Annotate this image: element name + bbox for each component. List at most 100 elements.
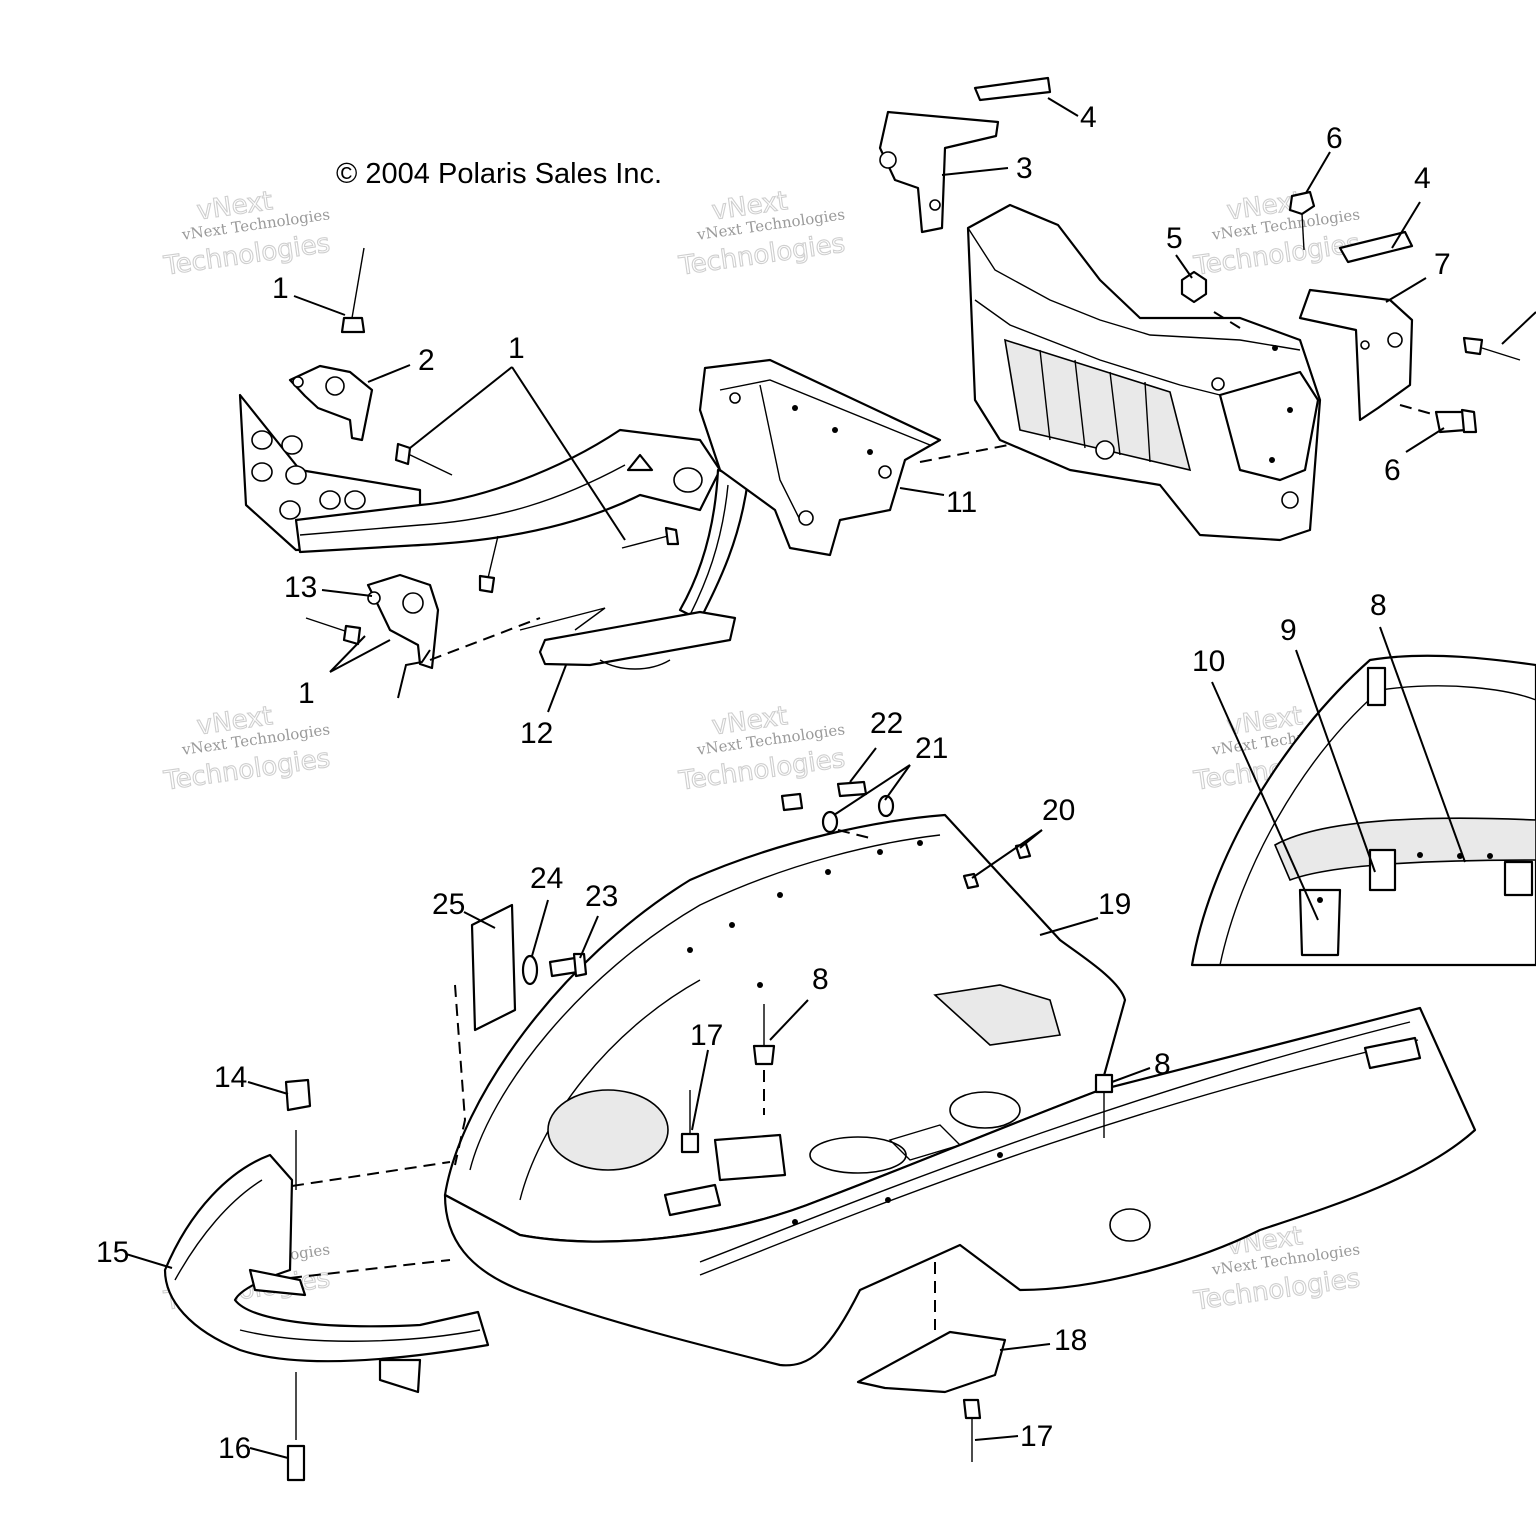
bumper-edge [174,1179,263,1281]
assembly-line [454,984,467,1166]
bracket-hole [367,591,381,605]
bulkhead-ribs [1039,349,1151,463]
tower-hole [878,465,892,479]
bulkhead-body [966,203,1322,542]
rivet-right-stem [1481,347,1521,361]
watermark: vNext vNext Technologies Technologies [676,701,848,798]
bulkhead-hole [1281,491,1299,509]
callout-label: 6 [1384,454,1401,487]
bumper-edge [239,1329,481,1342]
rivet-stem [351,247,365,319]
bracket-hole [325,376,345,396]
callout-label: 17 [690,1019,723,1052]
decal-4 [973,76,1052,102]
pan-opening [809,1136,907,1174]
bracket-hole [1360,340,1370,350]
bolt-22b [836,780,868,798]
bulkhead-edge [974,299,1221,396]
pan-tab [713,1133,787,1182]
decal-4 [1338,230,1414,264]
nut-5 [1180,270,1208,304]
tower-rivet [832,427,838,433]
hull-hole [1109,1208,1151,1242]
bulkhead-side [1218,370,1320,482]
rivet-8-head [752,1044,776,1066]
bracket-part-7 [1298,288,1414,422]
copyright-notice: © 2004 Polaris Sales Inc. [336,158,662,190]
bulkhead-rivet [1269,457,1275,463]
callout-label: 13 [284,571,317,604]
hull-rail [699,1039,1419,1276]
callout-label: 1 [272,272,289,305]
pan-rivet [917,840,923,846]
nut-14 [284,1078,312,1112]
callout-label: 14 [214,1061,247,1094]
bracket-part-3 [878,110,1000,234]
assembly-line [289,1259,451,1279]
tower-rivet [792,405,798,411]
bracket-hole [929,199,941,211]
bulkhead-rivet [1287,407,1293,413]
pan-rivet [885,1197,891,1203]
interior-rivet [1417,852,1423,858]
fasteners-5-6 [1180,190,1521,434]
rivet-stem [403,451,453,476]
rail-tab [626,453,654,472]
rail-line [299,464,626,536]
callout-label: 11 [946,486,977,519]
pan-edge [469,834,941,1171]
washer-24 [521,954,539,986]
tower-rivet [867,449,873,455]
washer-21 [821,810,839,834]
rivets-part-1 [305,247,680,699]
hood-interior-outline [1190,654,1536,967]
callout-label: 21 [915,732,948,765]
callout-labels: 1 2 1 13 1 12 11 3 4 5 6 4 7 6 10 9 8 22… [96,101,1451,1465]
assembly-line [1213,311,1241,329]
rivet-stem [487,535,499,579]
plate-hole [285,465,307,485]
pan-rivet [687,947,693,953]
plate-hole [281,435,303,455]
bracket-hole [292,376,304,388]
rivet-head [478,574,496,594]
rivet-head [342,624,362,646]
tower-hole [798,510,814,526]
rivet-stem [621,535,669,549]
hull-bracket [1363,1036,1422,1070]
hull-rail [699,1021,1411,1263]
fasteners-20-22 [780,780,1032,890]
rivet-17-head [680,1132,700,1154]
pan-opening [949,1091,1021,1129]
callout-label: 24 [530,862,563,895]
rivet-head [664,526,680,546]
bumper-tube [163,1153,490,1363]
bracket-part-13 [366,573,440,670]
callout-label: 9 [1280,614,1297,647]
washer-21b [877,794,895,818]
pan-recess [547,1089,669,1171]
callout-label: 7 [1434,248,1451,281]
callout-label: 3 [1016,152,1033,185]
pan-rivet [757,982,763,988]
callout-label: 8 [1370,589,1387,622]
callout-label: 4 [1414,162,1431,195]
bulkhead-rivet [1272,345,1278,351]
pan-rivet [729,922,735,928]
bracket-part-2 [288,364,374,442]
callout-label: 15 [96,1236,129,1269]
tower-hole [729,392,741,404]
skid-plate-18 [856,1330,1007,1394]
bulkhead-cavity [1003,338,1192,472]
bracket-hole [402,592,424,614]
front-bulkhead [966,203,1322,542]
bracket-2 [288,364,374,442]
watermark: vNext vNext Technologies Technologies [161,186,333,283]
bulkhead-hole [1095,440,1115,460]
bolt-6-shank [1301,213,1305,251]
callout-label: 4 [1080,101,1097,134]
plate-hole [251,462,273,482]
callout-label: 22 [870,707,903,740]
hood-interior-bracket [1503,860,1534,897]
plate-25-set [454,903,588,1166]
